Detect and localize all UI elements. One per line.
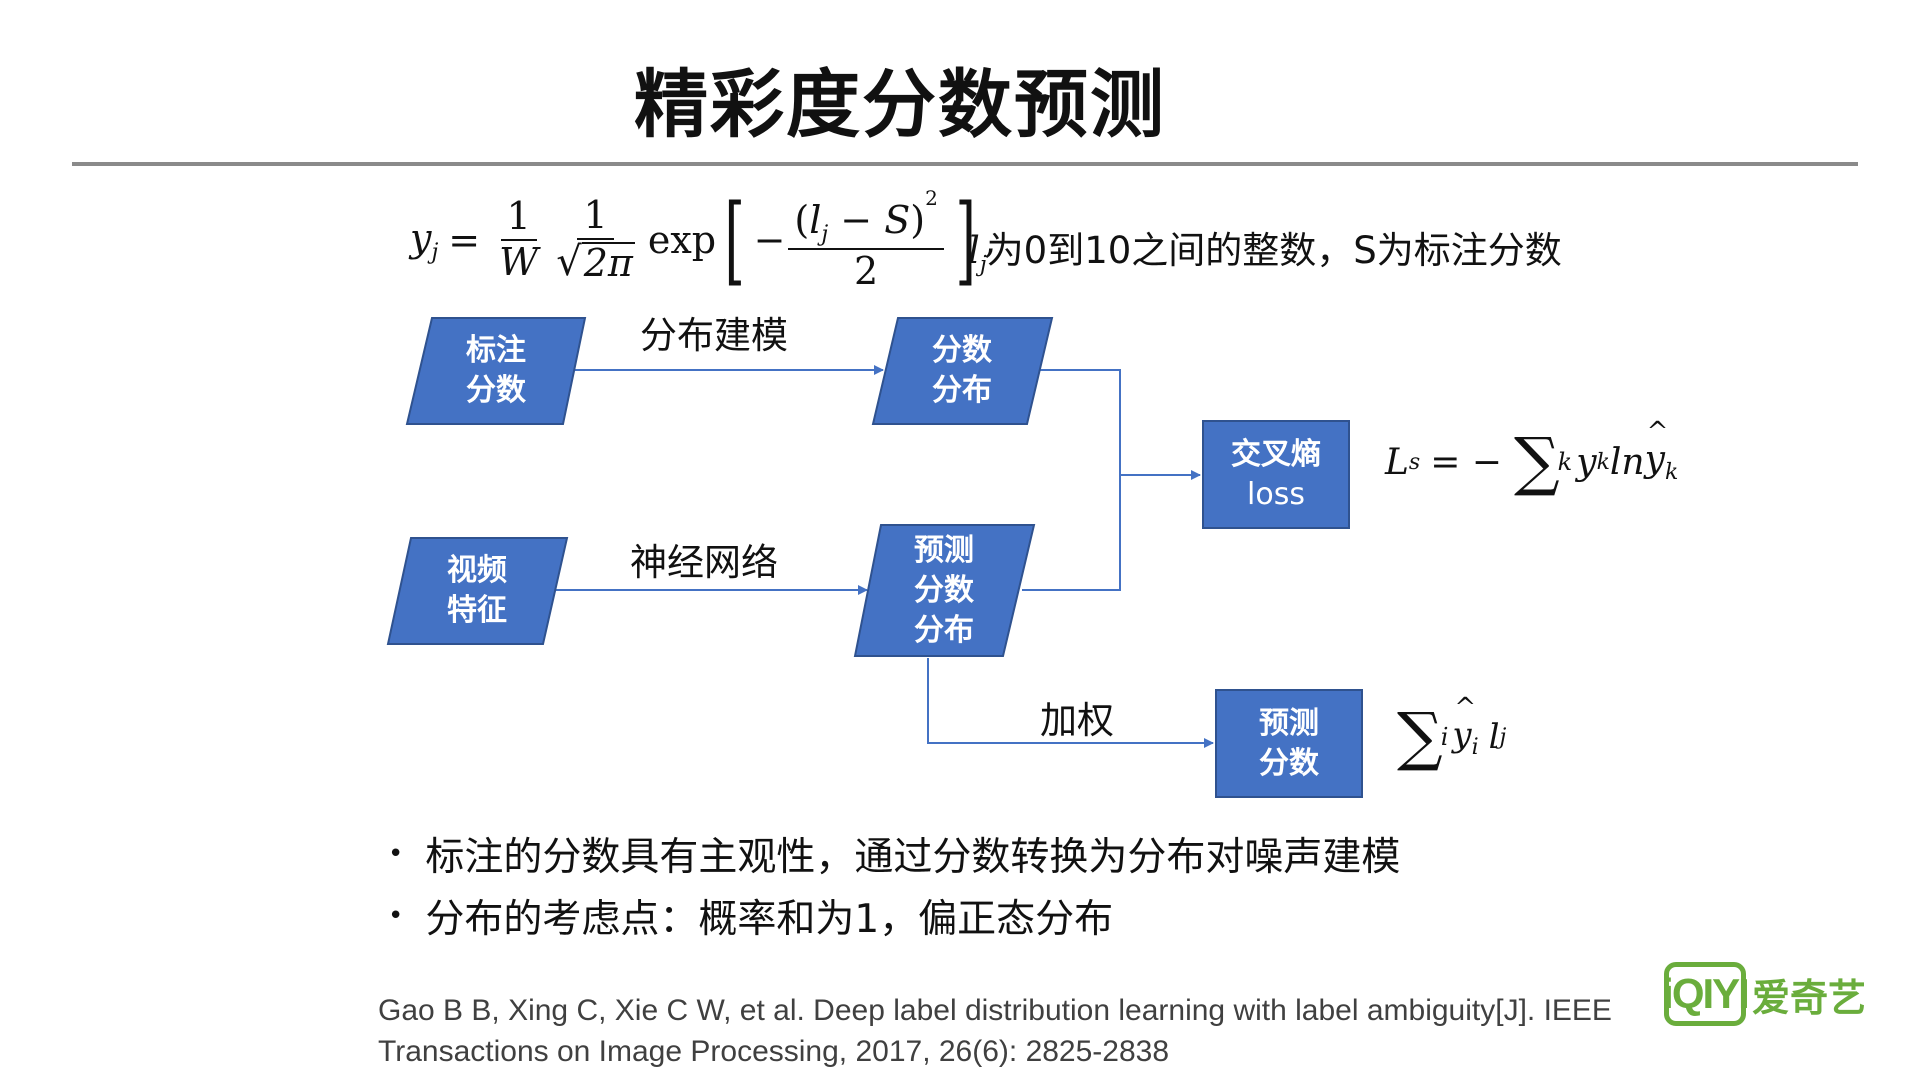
bullet-dot-icon: •	[388, 839, 404, 869]
node-predicted-distribution-text: 预测分数分布	[914, 533, 974, 648]
iqiyi-badge-icon: iQIYI	[1662, 962, 1750, 1026]
formula-comma: ,	[984, 218, 997, 262]
formula-frac-1: 1 W	[499, 194, 539, 284]
bullet-item: • 标注的分数具有主观性，通过分数转换为分布对噪声建模	[388, 835, 1401, 880]
page-title: 精彩度分数预测	[634, 62, 1166, 148]
gaussian-formula: yj = 1 W 1 √2π exp [ − (lj − S)2 2 ] ,	[410, 185, 996, 295]
node-predicted-score	[1215, 689, 1363, 798]
formula-note: lj为0到10之间的整数，S为标注分数	[968, 229, 1562, 278]
formula-equals: =	[448, 218, 481, 262]
formula-left-bracket: [	[724, 184, 746, 296]
edge-label-weighting: 加权	[1040, 699, 1114, 742]
node-label-scores	[405, 317, 587, 425]
node-label-scores-text: 标注分数	[466, 333, 526, 408]
edge-label-distribution-modeling: 分布建模	[640, 314, 788, 357]
citation: Gao B B, Xing C, Xie C W, et al. Deep la…	[378, 994, 1612, 1068]
edge-label-neural-network: 神经网络	[630, 541, 778, 584]
weighted-sum-formula: ∑i yi lj	[1395, 693, 1506, 774]
formula-right-bracket: ]	[955, 184, 976, 296]
node-score-distribution	[871, 317, 1054, 425]
edge-distribution-to-loss	[1038, 369, 1201, 480]
formula-minus: −	[753, 218, 786, 262]
iqiyi-logo: iQIYI 爱奇艺	[1662, 962, 1867, 1026]
formula-frac-2: 1 √2π	[556, 193, 635, 285]
loss-formula: Ls = − ∑k yk ln yk	[1385, 417, 1678, 499]
node-video-features-text: 视频特征	[447, 553, 507, 628]
edge-predicted-to-loss	[1022, 475, 1121, 591]
bullet-dot-icon: •	[388, 901, 404, 931]
iqiyi-logo-text: 爱奇艺	[1752, 975, 1867, 1020]
node-predicted-score-text: 预测分数	[1259, 706, 1319, 781]
edge-predicted-to-score	[927, 658, 1214, 748]
formula-exp: exp	[647, 218, 717, 262]
bullet-item: • 分布的考虑点：概率和为1，偏正态分布	[388, 897, 1114, 942]
node-video-features	[386, 537, 569, 645]
formula-frac-inner: (lj − S)2 2	[788, 188, 944, 292]
sigma-icon: ∑	[1397, 700, 1443, 774]
node-cross-entropy	[1202, 420, 1350, 529]
sigma-icon: ∑	[1513, 425, 1560, 499]
title-divider	[72, 162, 1858, 166]
node-score-distribution-text: 分数分布	[932, 333, 992, 408]
node-predicted-distribution	[853, 524, 1036, 657]
formula-lhs: yj	[410, 215, 439, 265]
